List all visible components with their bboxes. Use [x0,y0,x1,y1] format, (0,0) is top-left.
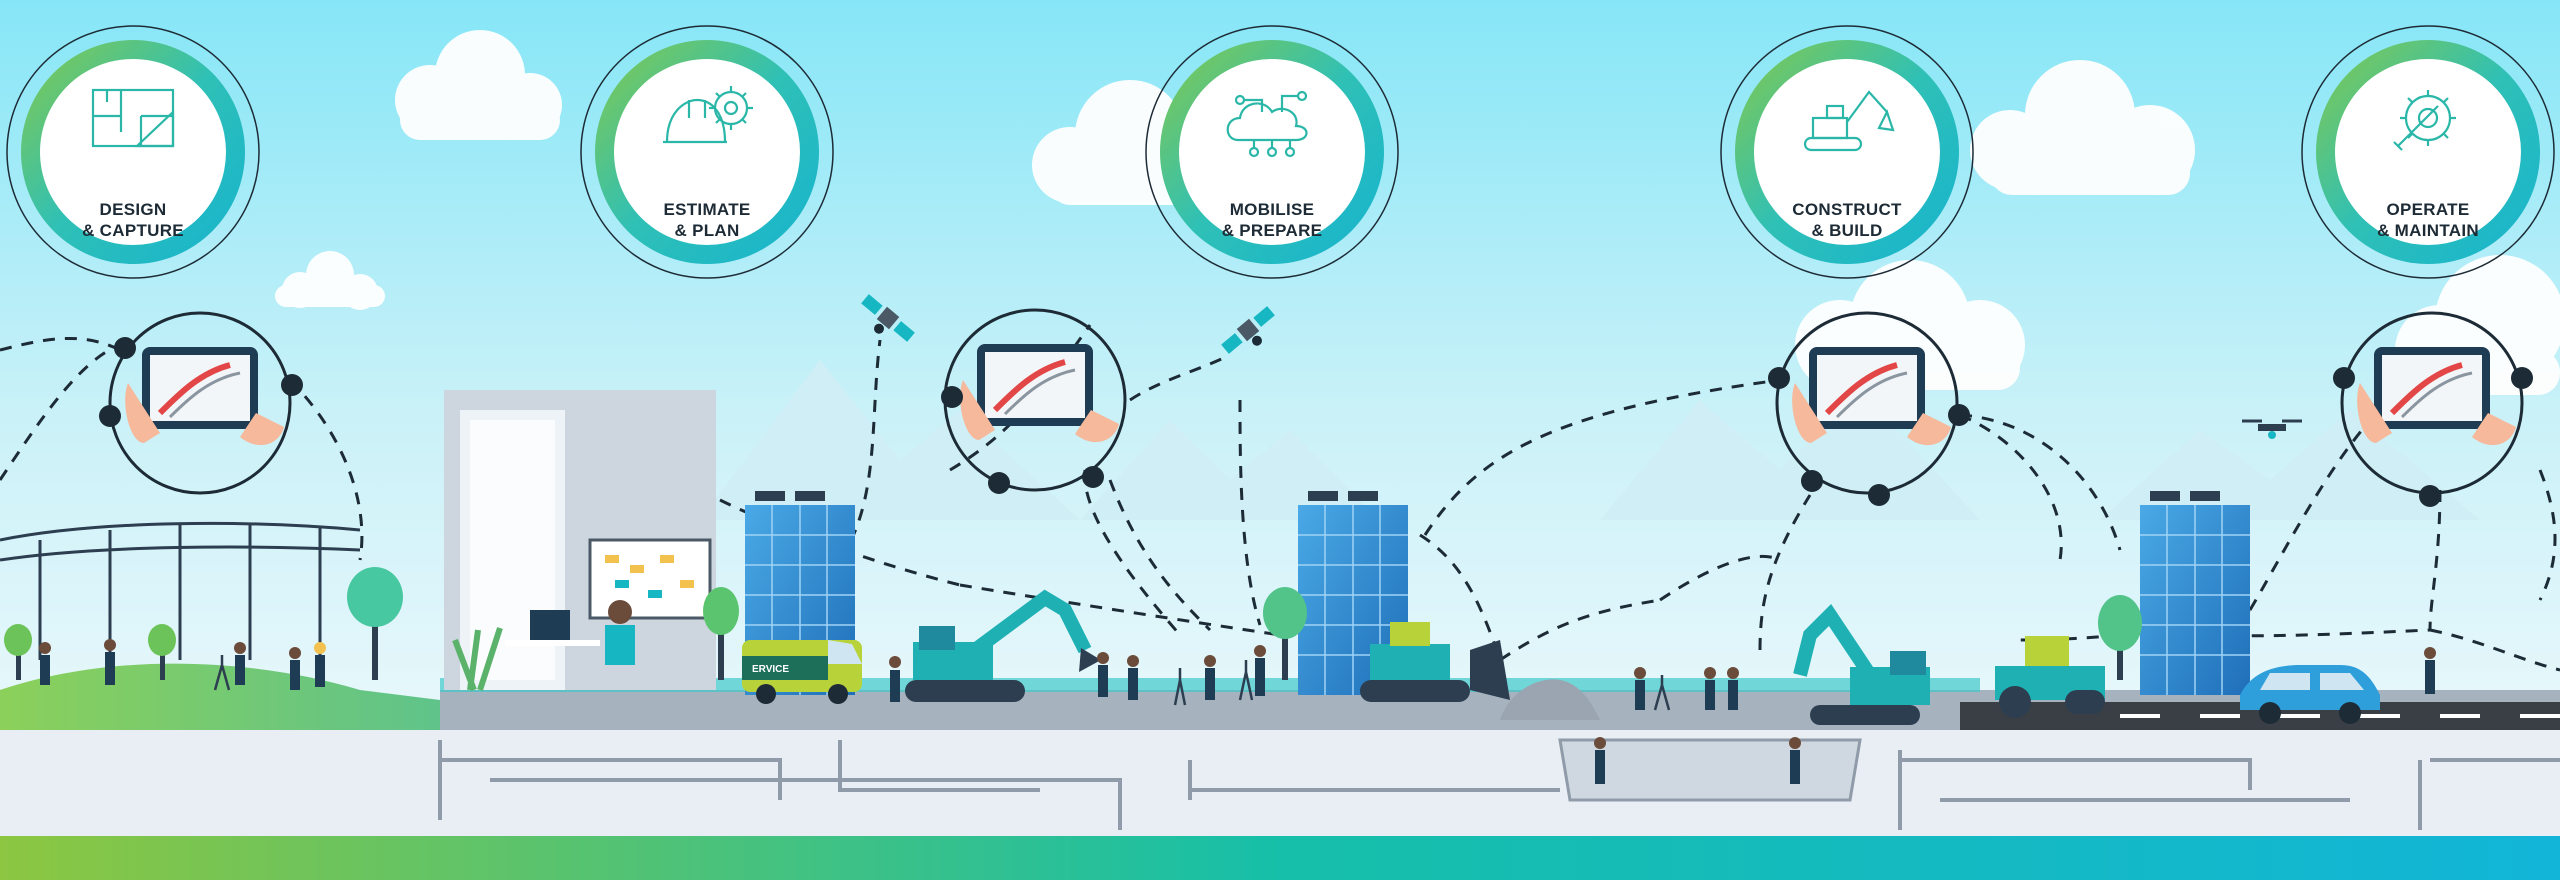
satellite-icon [861,294,915,342]
excavator [905,589,1101,702]
worker [314,642,326,687]
road-markings [2120,714,2560,718]
stage-label-line2: & CAPTURE [82,221,184,240]
bottom-gradient-bar [0,836,2560,880]
worker [1594,737,1606,784]
worker [39,642,51,685]
stage-estimate-plan[interactable]: ESTIMATE & PLAN [580,25,834,279]
cloud [1970,60,2195,195]
stage-operate-maintain[interactable]: OPERATE & MAINTAIN [2301,25,2555,279]
stage-construct-build[interactable]: CONSTRUCT & BUILD [1720,25,1974,279]
stage-mobilise-prepare[interactable]: MOBILISE & PREPARE [1145,25,1399,279]
stage-label-line1: MOBILISE [1230,200,1315,219]
worker [1097,652,1109,697]
worker [2424,647,2436,694]
cloud [275,251,385,310]
worker [1704,667,1716,710]
data-flow-path [0,324,2560,672]
tablet-node [1768,311,1970,506]
stage-design-capture[interactable]: DESIGN & CAPTURE [6,25,260,279]
worker [1204,655,1216,700]
tablet-node [2333,311,2533,507]
wrench-gear-icon [2393,90,2456,151]
workers [39,639,2436,784]
drone-icon [2242,419,2302,439]
tablet-node [941,308,1127,494]
floor-plan-icon [91,88,175,148]
worker [289,647,301,690]
stage-label-line1: OPERATE [2386,200,2469,219]
stage-label-line1: ESTIMATE [663,200,750,219]
road-roller [1995,636,2105,718]
worker [1254,645,1266,696]
stage-label-line1: DESIGN [100,200,167,219]
worker [234,642,246,685]
stage-circles: DESIGN & CAPTURE ESTIMATE & PLAN [6,25,2555,279]
worker [1127,655,1139,700]
greenhouse-frame [0,521,361,660]
excavator-icon [1803,90,1895,152]
stage-label-line2: & PLAN [674,221,739,240]
stage-label-line1: CONSTRUCT [1792,200,1902,219]
tablet-nodes [99,308,2533,545]
dirt-pile [1500,679,1600,720]
hardhat-gear-icon [663,86,753,144]
trees [4,567,2142,680]
stage-label-line2: & MAINTAIN [2377,221,2479,240]
satellite-icon [1221,306,1275,354]
worker [104,639,116,685]
worker [1727,667,1739,710]
cloud [395,30,562,140]
bulldozer [1360,622,1510,702]
worker [1789,737,1801,784]
glass-tower [2140,491,2250,695]
service-van: ERVICE [742,640,862,704]
office-building [444,390,716,692]
cloud-network-icon [1226,90,1308,158]
stage-label-line2: & PREPARE [1222,221,1323,240]
tablet-node [99,311,303,495]
worker [889,656,901,702]
stage-label-line2: & BUILD [1811,221,1882,240]
excavation-pit [1558,738,1862,802]
underground-pipes [438,740,2560,830]
underground [0,730,2560,836]
van-label: ERVICE [752,664,789,675]
survey-tripods [213,655,1671,711]
worker [1634,667,1646,710]
excavator [1793,604,1930,725]
car [2240,665,2380,724]
